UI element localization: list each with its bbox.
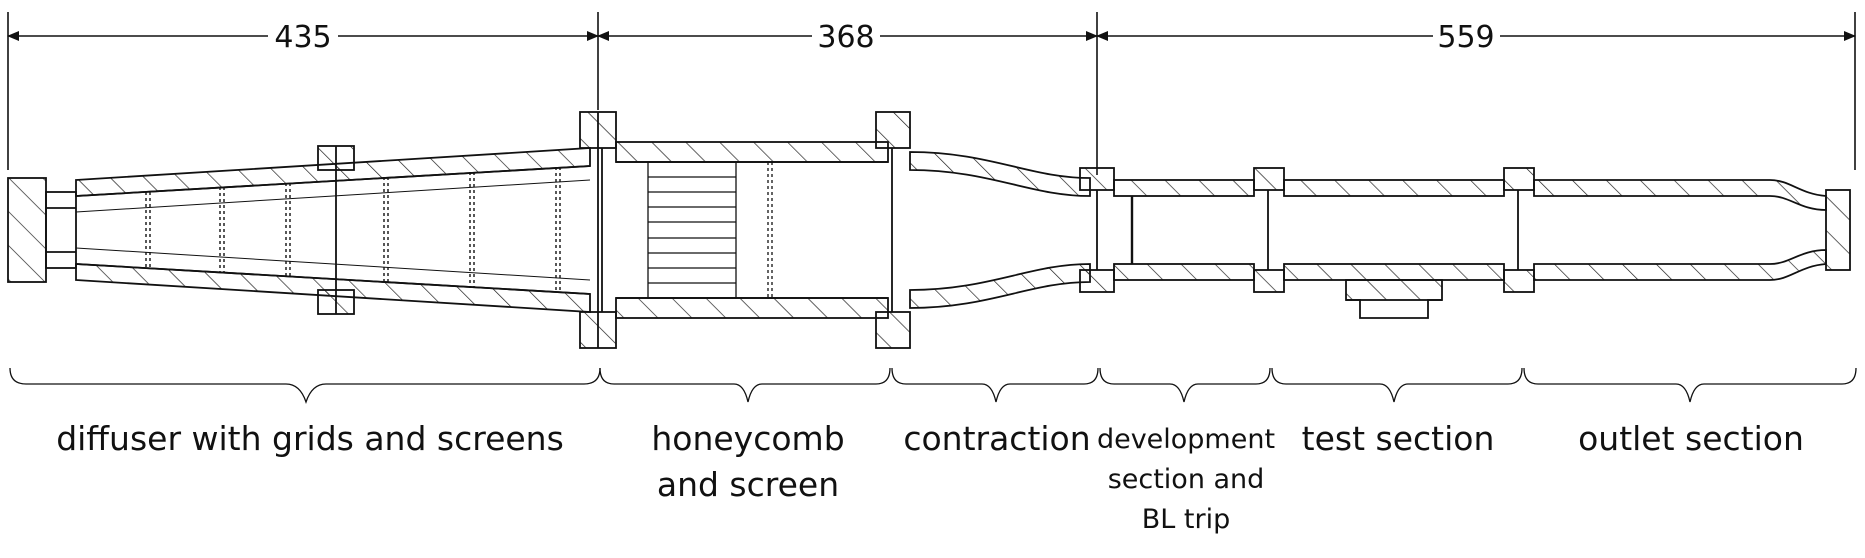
contraction-wall xyxy=(909,151,1091,309)
label-outlet-section: outlet section xyxy=(1578,419,1804,458)
settling-chamber xyxy=(615,141,889,319)
brace-test xyxy=(1271,367,1523,403)
brace-development xyxy=(1099,367,1271,403)
inlet-flange xyxy=(7,177,77,283)
dimension-559-text: 559 xyxy=(1437,20,1494,55)
settling-flange-left xyxy=(579,111,617,349)
dimension-lines xyxy=(7,12,1856,175)
dimension-435-text: 435 xyxy=(274,20,331,55)
outlet-section-wall xyxy=(1533,179,1851,281)
test-section-flange-right xyxy=(1503,167,1535,293)
tunnel-body xyxy=(7,111,1851,349)
test-section-flange-left xyxy=(1253,167,1285,293)
diffuser-grids xyxy=(145,167,561,293)
settling-flange-right xyxy=(875,111,911,349)
label-contraction: contraction xyxy=(903,419,1091,458)
development-section-wall xyxy=(1113,179,1255,281)
section-braces xyxy=(9,367,1857,405)
label-honeycomb: honeycomb and screen xyxy=(651,419,845,504)
brace-diffuser xyxy=(9,367,601,405)
diffuser-wall xyxy=(75,147,591,313)
test-section-wall xyxy=(1283,179,1505,319)
honeycomb xyxy=(647,161,773,299)
contraction-flange xyxy=(1079,167,1115,293)
dimension-368-text: 368 xyxy=(817,20,874,55)
label-development: development section and BL trip xyxy=(1096,424,1276,535)
brace-honeycomb xyxy=(599,367,891,403)
label-test-section: test section xyxy=(1301,419,1495,458)
diffuser-flange xyxy=(317,145,355,315)
brace-outlet xyxy=(1523,367,1857,403)
brace-contraction xyxy=(891,367,1099,403)
label-diffuser: diffuser with grids and screens xyxy=(56,419,564,458)
